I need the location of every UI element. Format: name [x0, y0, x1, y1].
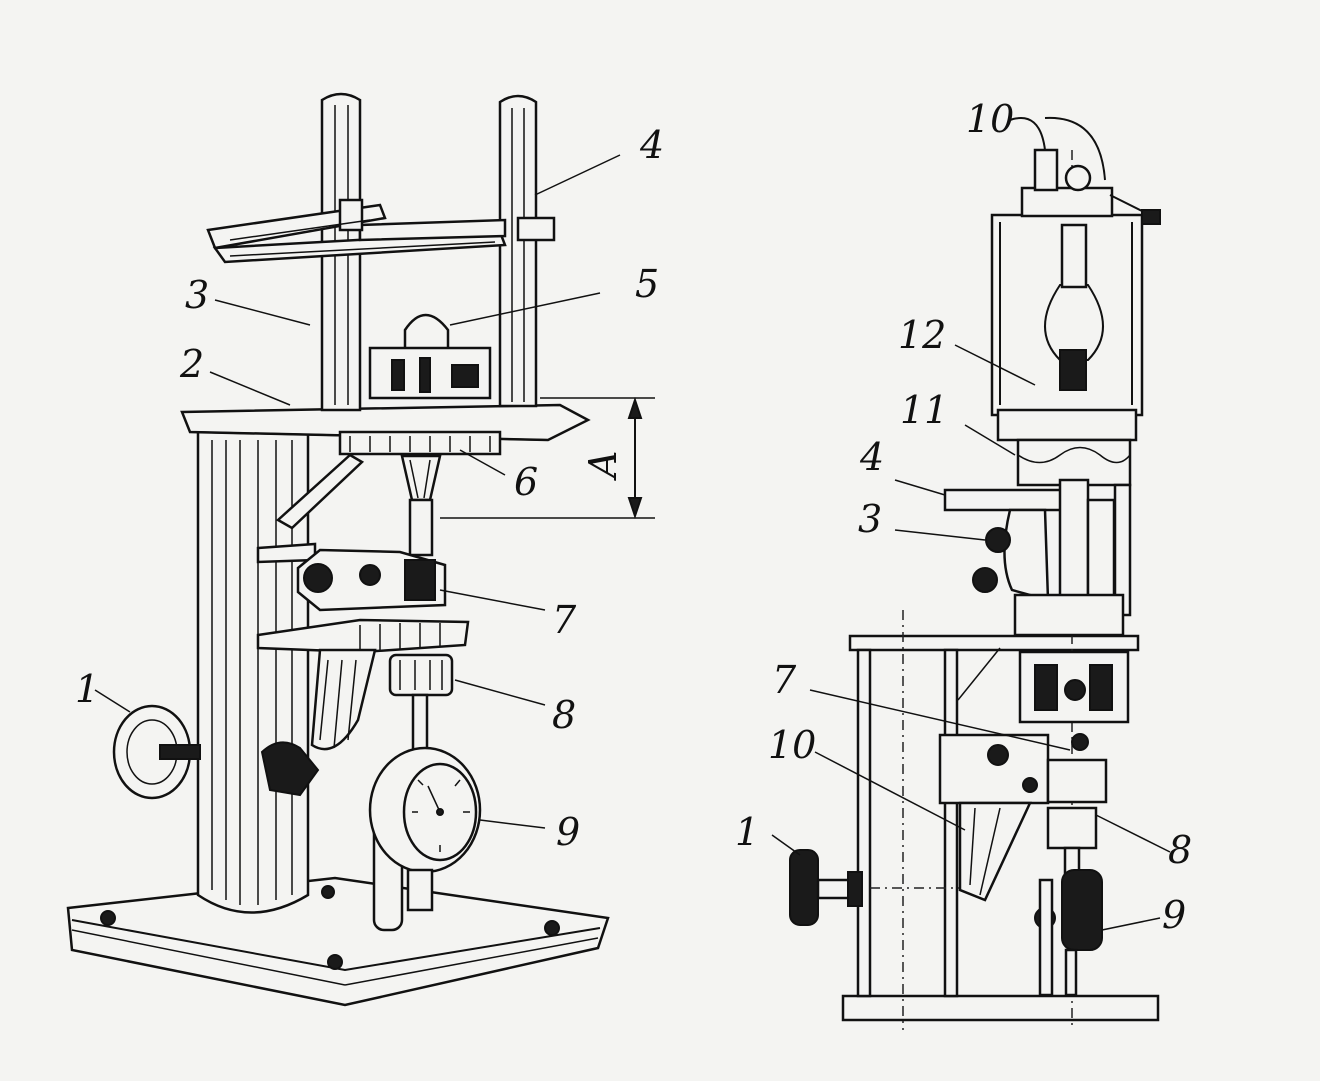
right-carriage — [938, 733, 1108, 805]
base-plate — [66, 876, 610, 1007]
spindle-upper — [400, 454, 442, 557]
right-lower-block — [1018, 650, 1130, 724]
lamp-housing — [990, 116, 1161, 442]
top-plate — [180, 403, 591, 456]
micrometer-head — [388, 653, 454, 757]
left-label-dimension: A — [581, 451, 625, 481]
head-assembly — [368, 313, 492, 400]
right-label-7: 7 — [772, 658, 797, 702]
right-spring-line-2 — [979, 807, 1001, 896]
right-label-4: 4 — [859, 435, 884, 479]
left-label-9: 9 — [556, 810, 580, 854]
dimension-a — [440, 396, 655, 520]
right-label-3: 3 — [858, 497, 882, 541]
hanging-spring — [260, 648, 377, 797]
handwheel-right — [789, 849, 863, 926]
left-label-5: 5 — [635, 262, 659, 306]
right-slide-assembly — [943, 478, 1132, 637]
right-label-1: 1 — [735, 810, 759, 854]
left-label-8: 8 — [552, 693, 576, 737]
left-label-3: 3 — [185, 273, 209, 317]
right-label-12: 12 — [898, 313, 946, 357]
right-label-10-top: 10 — [966, 97, 1014, 141]
carriage — [256, 542, 470, 654]
handwheel-left — [112, 704, 201, 800]
dial-indicator — [368, 746, 482, 932]
left-leader-lines — [94, 154, 621, 829]
right-frame — [848, 634, 1140, 998]
crossbar-frame — [206, 198, 556, 264]
right-dial — [1034, 869, 1103, 997]
right-label-8: 8 — [1168, 828, 1192, 872]
left-label-4: 4 — [639, 123, 664, 167]
right-base — [841, 994, 1160, 1022]
right-label-9: 9 — [1162, 893, 1186, 937]
right-spring — [958, 801, 1032, 902]
right-micrometer — [1046, 806, 1098, 850]
left-label-2: 2 — [179, 342, 204, 386]
left-label-6: 6 — [514, 460, 538, 504]
left-apparatus: 1 2 3 4 5 6 7 8 9 A — [66, 92, 664, 1007]
left-label-1: 1 — [75, 667, 99, 711]
right-label-10: 10 — [768, 723, 816, 767]
right-apparatus: 10 12 11 4 3 7 10 1 8 9 — [735, 97, 1192, 1030]
connector-curve — [1017, 446, 1131, 464]
right-leader-lines — [771, 344, 1171, 931]
left-label-7: 7 — [552, 598, 577, 642]
right-spring-line-1 — [969, 807, 976, 886]
right-label-11: 11 — [900, 388, 948, 432]
